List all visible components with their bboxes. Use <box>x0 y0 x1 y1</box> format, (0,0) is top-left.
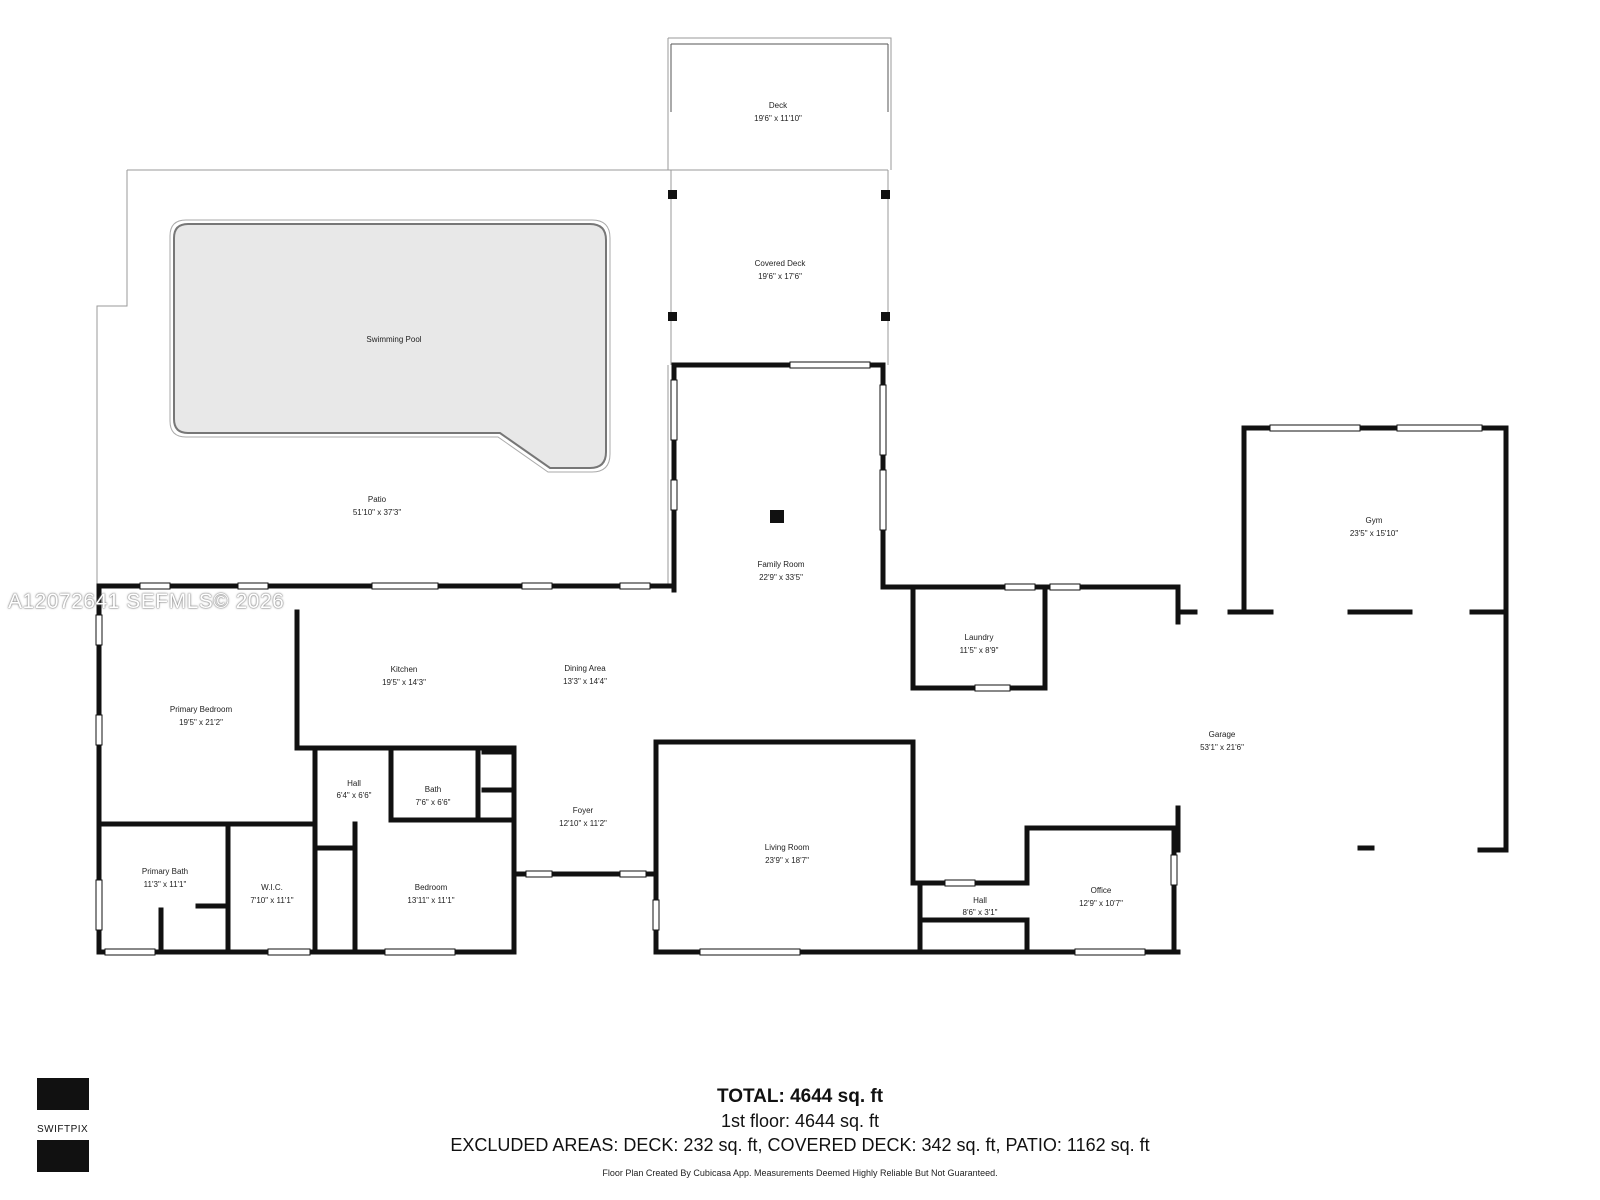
bedroom-name: Bedroom <box>415 883 448 892</box>
swimming-pool <box>173 223 607 469</box>
floor-area: 1st floor: 4644 sq. ft <box>720 1111 880 1131</box>
covered-deck-dims: 19'6" x 17'6" <box>758 272 802 281</box>
pool-name: Swimming Pool <box>366 335 421 344</box>
garage-dims: 53'1" x 21'6" <box>1200 743 1244 752</box>
gym-dims: 23'5" x 15'10" <box>1350 529 1398 538</box>
primary-bedroom-name: Primary Bedroom <box>170 705 233 714</box>
room-labels: Deck 19'6" x 11'10" Covered Deck 19'6" x… <box>142 101 1398 917</box>
deck-posts <box>668 190 890 523</box>
living-room-dims: 23'9" x 18'7" <box>765 856 809 865</box>
foyer-dims: 12'10" x 11'2" <box>559 819 607 828</box>
swiftpix-logo: SWIFTPIX <box>37 1078 89 1172</box>
logo-block-top <box>37 1078 89 1110</box>
office-name: Office <box>1091 886 1112 895</box>
bedroom-dims: 13'11" x 11'1" <box>407 896 454 905</box>
office-dims: 12'9" x 10'7" <box>1079 899 1123 908</box>
deck-outline <box>667 37 892 170</box>
logo-text: SWIFTPIX <box>37 1124 89 1135</box>
total-area: TOTAL: 4644 sq. ft <box>716 1086 884 1107</box>
primary-bath-name: Primary Bath <box>142 867 188 876</box>
primary-bedroom-dims: 19'5" x 21'2" <box>179 718 223 727</box>
dining-name: Dining Area <box>564 664 606 673</box>
living-room-name: Living Room <box>765 843 810 852</box>
wic-name: W.I.C. <box>261 883 283 892</box>
area-totals: TOTAL: 4644 sq. ft 1st floor: 4644 sq. f… <box>0 1085 1600 1157</box>
covered-deck-outline <box>127 169 889 365</box>
bath-name: Bath <box>425 785 441 794</box>
deck-name: Deck <box>769 101 788 110</box>
logo-block-bottom <box>37 1140 89 1172</box>
garage-name: Garage <box>1209 730 1236 739</box>
hall2-name: Hall <box>973 896 987 905</box>
hall1-dims: 6'4" x 6'6" <box>337 791 372 800</box>
patio-dims: 51'10" x 37'3" <box>353 508 401 517</box>
gym-name: Gym <box>1366 516 1383 525</box>
kitchen-dims: 19'5" x 14'3" <box>382 678 426 687</box>
walls <box>96 362 1509 955</box>
wic-dims: 7'10" x 11'1" <box>250 896 293 905</box>
deck-dims: 19'6" x 11'10" <box>754 114 802 123</box>
kitchen-name: Kitchen <box>391 665 418 674</box>
family-room-dims: 22'9" x 33'5" <box>759 573 803 582</box>
windows <box>95 361 1483 956</box>
bath-dims: 7'6" x 6'6" <box>416 798 451 807</box>
disclaimer: Floor Plan Created By Cubicasa App. Meas… <box>602 1168 998 1178</box>
patio-name: Patio <box>368 495 387 504</box>
foyer-name: Foyer <box>573 806 594 815</box>
pool-edge <box>169 219 611 473</box>
mls-watermark: A12072641 SEFMLS© 2026 <box>8 590 285 613</box>
deck-rail <box>670 43 889 112</box>
family-room-name: Family Room <box>757 560 804 569</box>
hall1-name: Hall <box>347 779 361 788</box>
laundry-name: Laundry <box>965 633 994 642</box>
covered-deck-name: Covered Deck <box>755 259 807 268</box>
dining-dims: 13'3" x 14'4" <box>563 677 607 686</box>
excluded-areas: EXCLUDED AREAS: DECK: 232 sq. ft, COVERE… <box>450 1135 1150 1155</box>
hall2-dims: 8'6" x 3'1" <box>963 908 998 917</box>
laundry-dims: 11'5" x 8'9" <box>960 646 999 655</box>
primary-bath-dims: 11'3" x 11'1" <box>144 880 187 889</box>
